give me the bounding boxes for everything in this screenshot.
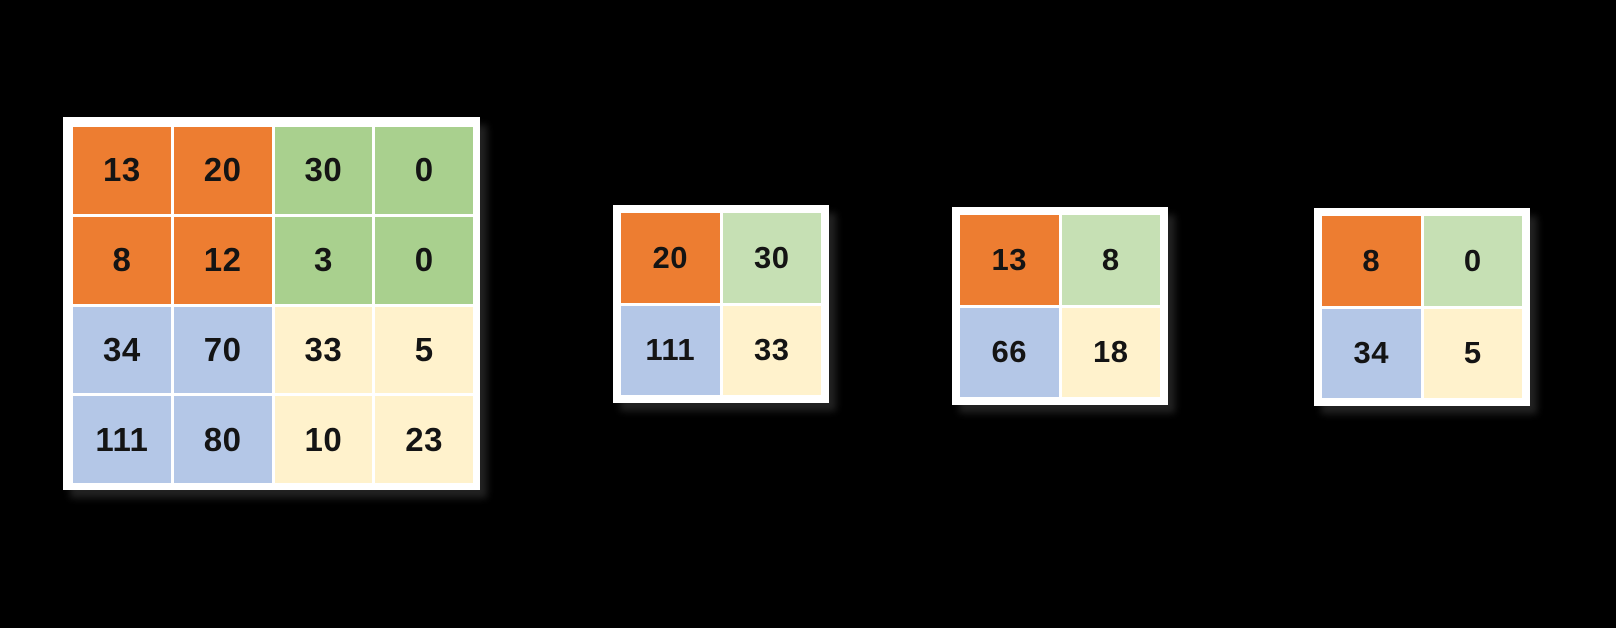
grid-cell: 0 bbox=[375, 127, 473, 214]
grid-cell: 30 bbox=[722, 213, 821, 303]
grid-cell: 18 bbox=[1061, 307, 1160, 397]
grid-cell: 12 bbox=[173, 216, 272, 304]
grid-cell: 8 bbox=[73, 216, 171, 304]
grid-cell: 34 bbox=[73, 306, 171, 394]
grid-cell: 0 bbox=[375, 216, 473, 304]
grid-cell: 8 bbox=[1322, 216, 1421, 306]
grid-cell: 33 bbox=[274, 306, 373, 394]
grid-cell: 80 bbox=[173, 396, 272, 483]
grid-cell: 111 bbox=[73, 396, 171, 483]
grid-cell: 23 bbox=[375, 396, 473, 483]
grid-cell: 66 bbox=[960, 307, 1059, 397]
grid-cell: 33 bbox=[722, 305, 821, 395]
grid-cell: 5 bbox=[1423, 308, 1522, 398]
grid-cell: 0 bbox=[1423, 216, 1522, 306]
grid-cell: 70 bbox=[173, 306, 272, 394]
grid-cell: 111 bbox=[621, 305, 720, 395]
grid-cell: 10 bbox=[274, 396, 373, 483]
grid-cell: 13 bbox=[73, 127, 171, 214]
grid-cell: 3 bbox=[274, 216, 373, 304]
grid-cell: 20 bbox=[173, 127, 272, 214]
grid-cell: 5 bbox=[375, 306, 473, 394]
grid-cell: 13 bbox=[960, 215, 1059, 305]
grid-cell: 8 bbox=[1061, 215, 1160, 305]
grid-cell: 30 bbox=[274, 127, 373, 214]
grid-cell: 20 bbox=[621, 213, 720, 303]
grid-cell: 34 bbox=[1322, 308, 1421, 398]
